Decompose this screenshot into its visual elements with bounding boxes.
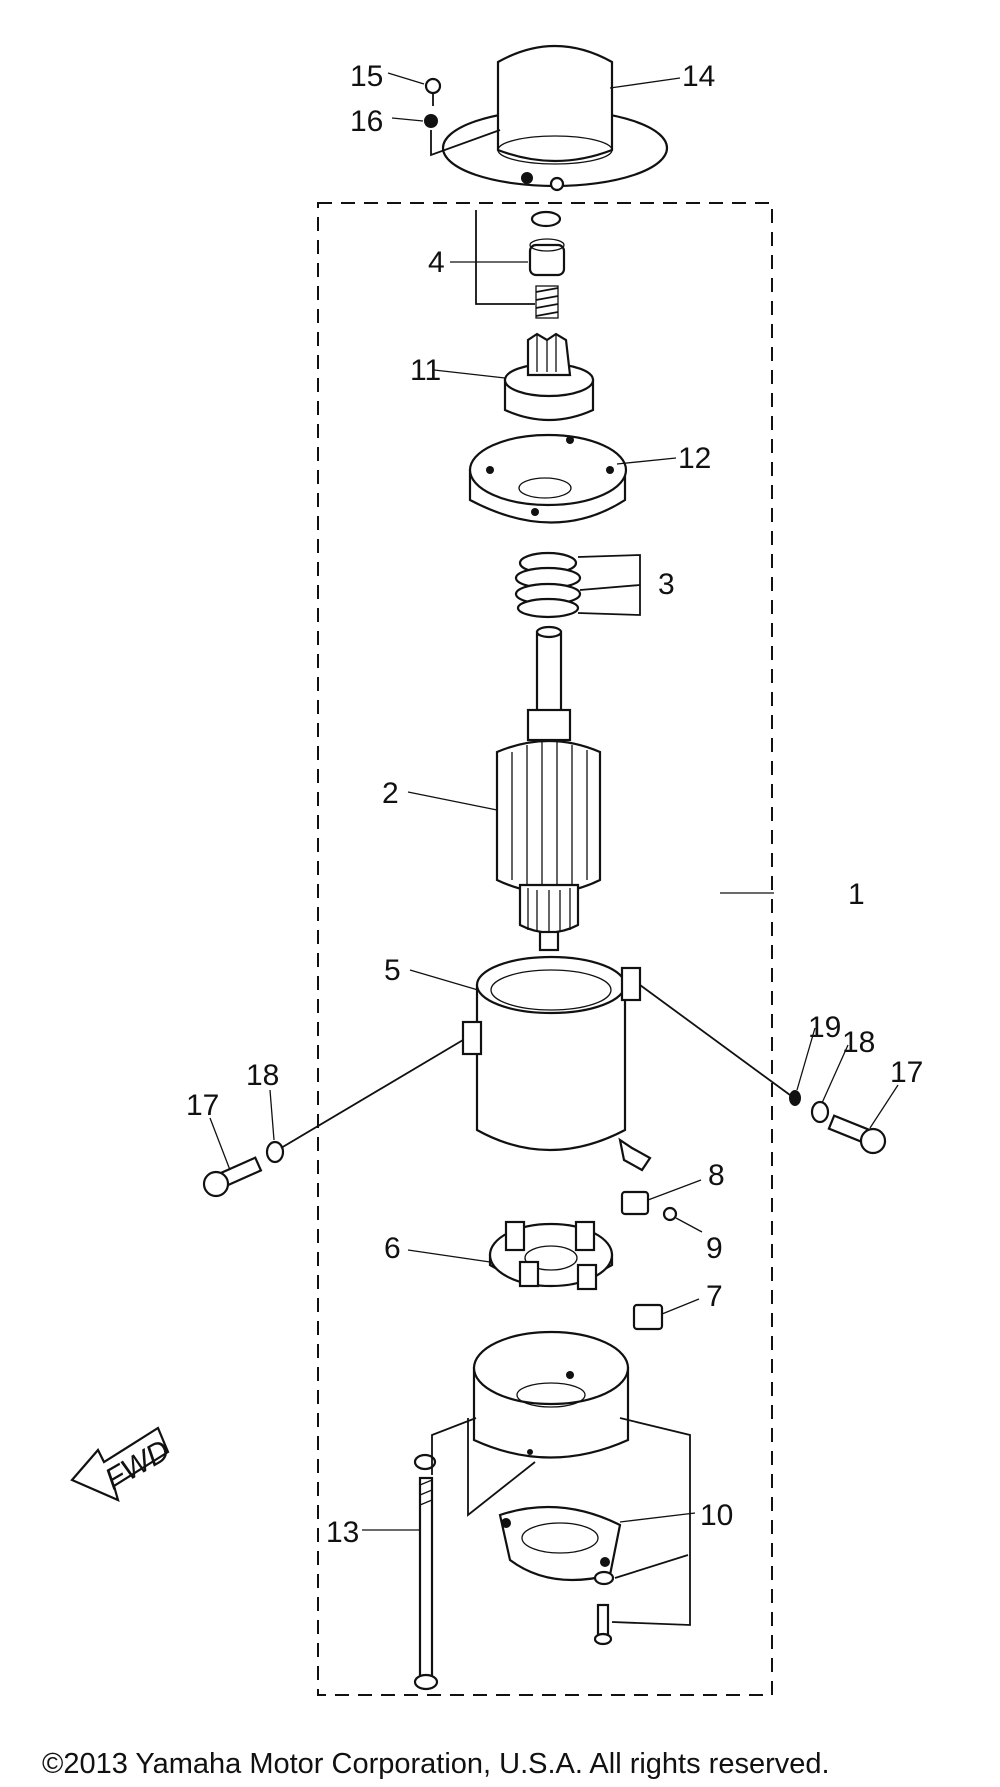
label-part-13: 13	[326, 1516, 359, 1549]
armature-part-2	[495, 625, 602, 952]
rear-end-frame	[472, 1330, 630, 1459]
label-part-5: 5	[384, 954, 401, 987]
washer-part-19	[789, 1090, 801, 1106]
label-part-14: 14	[682, 60, 715, 93]
brush-part-8	[620, 1190, 650, 1216]
assembly-dashed-boundary	[317, 202, 773, 1696]
washer-part-18-right	[810, 1100, 830, 1124]
pinion-part-11	[503, 332, 595, 422]
label-part-19: 19	[808, 1011, 841, 1044]
label-part-9: 9	[706, 1232, 723, 1265]
stopper-set-part-4	[528, 210, 566, 319]
label-part-10: 10	[700, 1499, 733, 1532]
label-part-15: 15	[350, 60, 383, 93]
brush-part-7	[632, 1303, 664, 1331]
label-part-16: 16	[350, 105, 383, 138]
cover-cap-part	[441, 44, 669, 192]
brush-holder-part-6	[488, 1220, 614, 1291]
screw-part-15	[424, 77, 442, 106]
label-part-2: 2	[382, 777, 399, 810]
front-bracket-part-12	[468, 433, 628, 524]
fwd-arrow-icon: FWD	[70, 1426, 175, 1502]
label-part-7: 7	[706, 1280, 723, 1313]
copyright-text: ©2013 Yamaha Motor Corporation, U.S.A. A…	[42, 1748, 830, 1780]
label-part-12: 12	[678, 442, 711, 475]
yoke-part-5	[461, 955, 652, 1172]
label-part-4: 4	[428, 246, 445, 279]
bolt-part-17-right	[827, 1114, 887, 1155]
through-bolt-part-13	[413, 1453, 439, 1691]
label-part-6: 6	[384, 1232, 401, 1265]
end-plate-part-10	[498, 1505, 622, 1646]
spring-part-9	[662, 1206, 678, 1222]
label-part-17-left: 17	[186, 1089, 219, 1122]
washer-part-16	[424, 114, 438, 128]
label-part-1: 1	[848, 878, 865, 911]
label-part-8: 8	[708, 1159, 725, 1192]
label-part-18-left: 18	[246, 1059, 279, 1092]
label-part-18-right: 18	[842, 1026, 875, 1059]
label-part-11: 11	[410, 354, 441, 387]
label-part-3: 3	[658, 568, 675, 601]
washer-part-18-left	[265, 1140, 285, 1164]
washer-set-part-3	[514, 551, 582, 619]
bolt-part-17-left	[202, 1156, 263, 1198]
label-part-17-right: 17	[890, 1056, 923, 1089]
